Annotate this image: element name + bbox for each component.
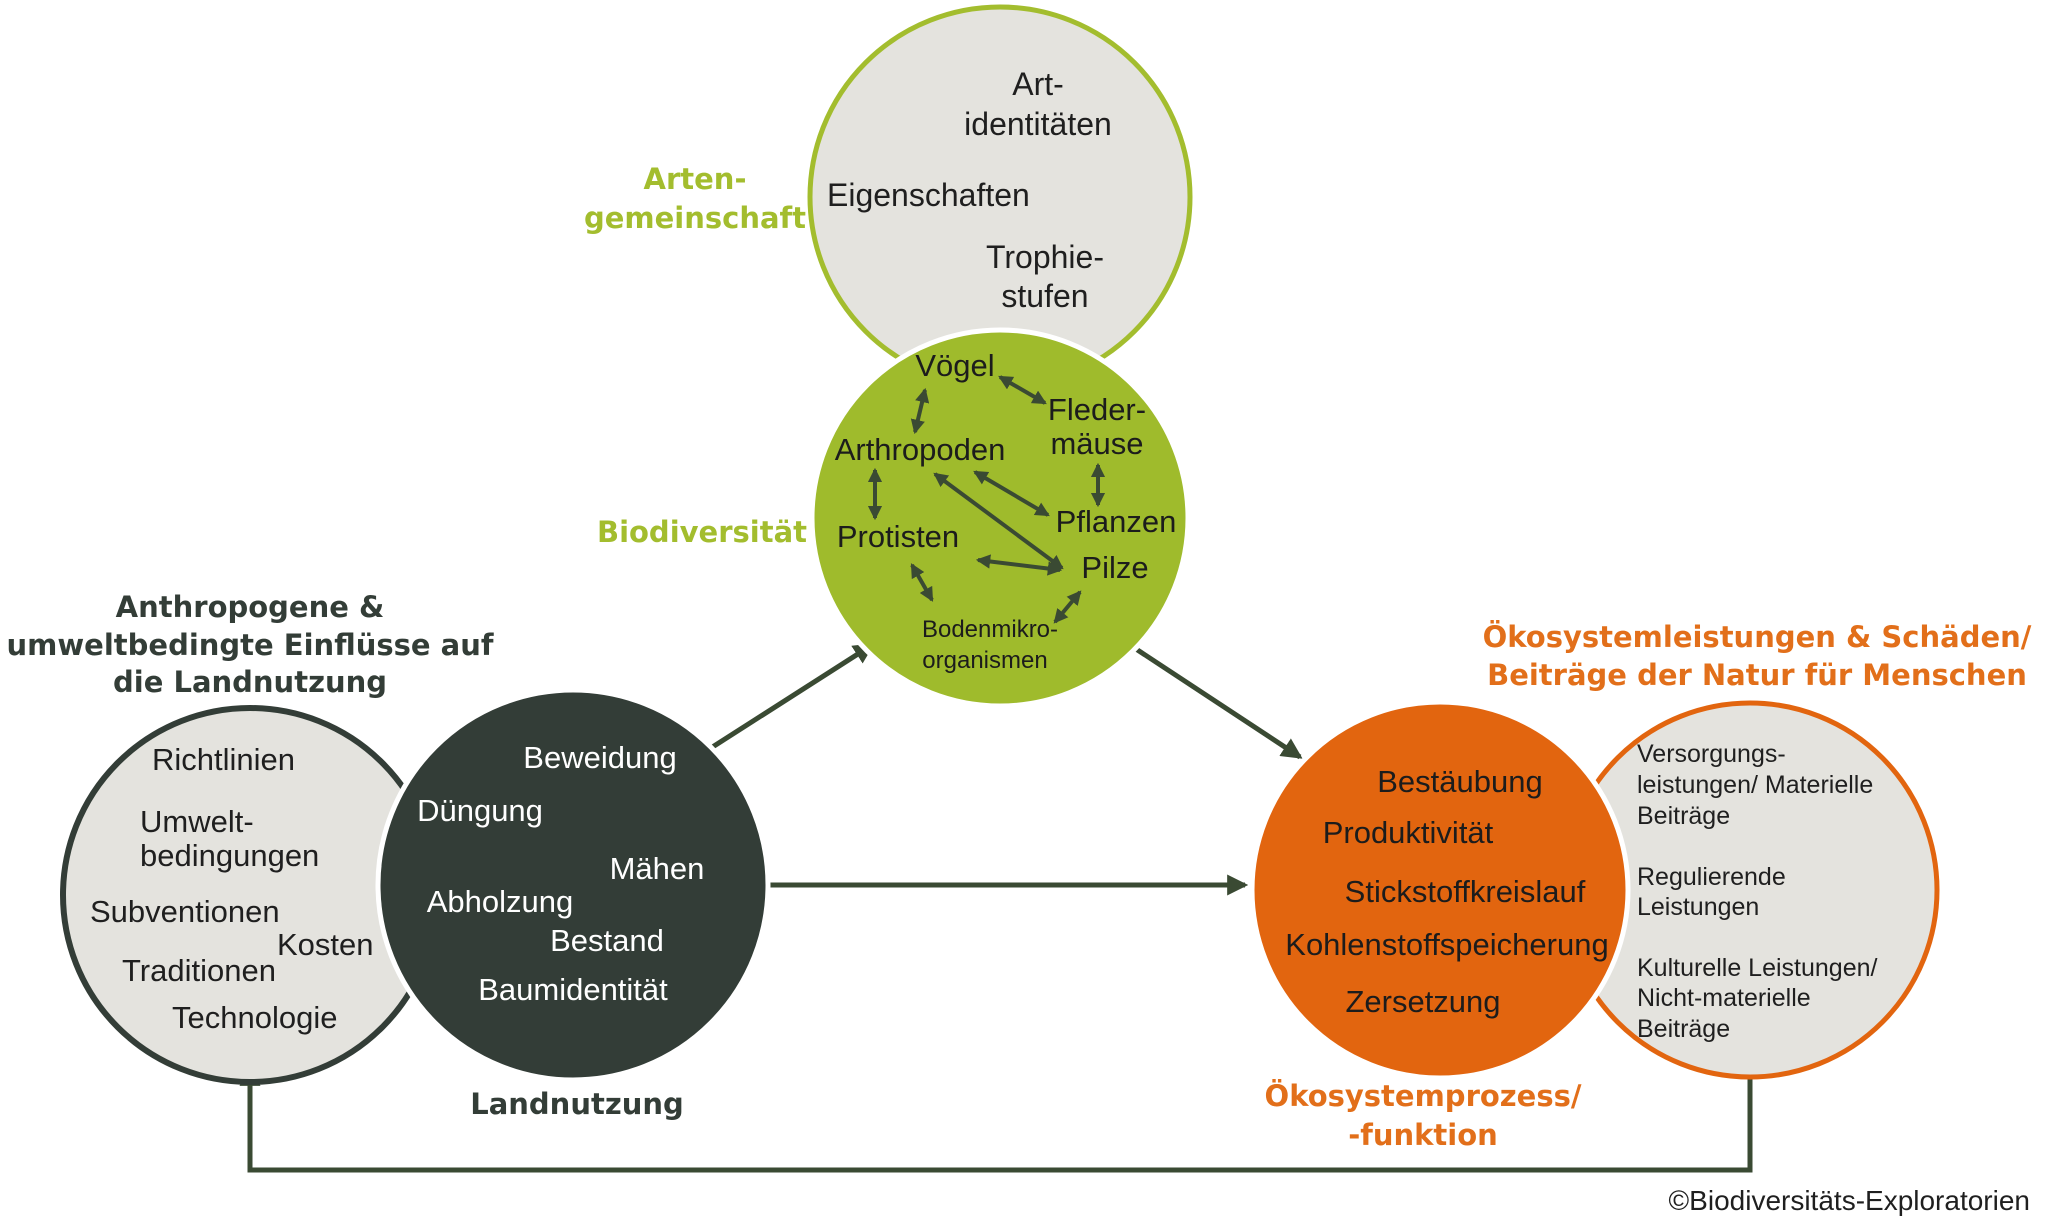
item-richtlinien: Richtlinien	[152, 742, 295, 777]
item-art-line2: identitäten	[964, 106, 1112, 142]
item-kohlenstoff: Kohlenstoffspeicherung	[1285, 927, 1608, 962]
item-bestand: Bestand	[550, 923, 664, 958]
item-kosten: Kosten	[277, 927, 374, 962]
organism-pflanzen: Pflanzen	[1056, 504, 1177, 539]
item-stickstoff: Stickstoffkreislauf	[1345, 874, 1586, 909]
item-bestaeubung: Bestäubung	[1377, 764, 1542, 799]
item-versorgung-line2: leistungen/ Materielle	[1637, 771, 1873, 799]
item-versorgung-line3: Beiträge	[1637, 802, 1730, 830]
title-einfluesse-line1: Anthropogene &	[116, 590, 385, 624]
item-versorgung-line1: Versorgungs-	[1637, 740, 1786, 768]
dark-titles: Anthropogene & umweltbedingte Einflüsse …	[7, 590, 684, 1121]
organism-voegel: Vögel	[915, 348, 994, 383]
title-landnutzung: Landnutzung	[470, 1087, 684, 1121]
interaction-protisten-boden	[910, 563, 934, 602]
title-arten-line1: Arten-	[644, 162, 747, 196]
title-oekosystemprozess-line2: -funktion	[1348, 1118, 1498, 1152]
oekosystemprozess-circle	[1249, 699, 1631, 1081]
item-kulturell-line2: Nicht-materielle	[1637, 984, 1811, 1012]
organism-protisten: Protisten	[837, 519, 959, 554]
arrow-feedback-leistungen-to-einfluesse	[239, 1064, 1753, 1173]
organism-pilze: Pilze	[1081, 550, 1148, 585]
title-biodiversitaet: Biodiversität	[597, 515, 807, 549]
orange-titles: Ökosystemleistungen & Schäden/ Beiträge …	[1265, 620, 2032, 1152]
item-regulierend-line2: Leistungen	[1637, 893, 1759, 921]
item-baumidentitaet: Baumidentität	[478, 972, 668, 1007]
organism-fleder-line2: mäuse	[1050, 426, 1143, 461]
item-umwelt-line1: Umwelt-	[140, 804, 254, 839]
item-subventionen: Subventionen	[90, 894, 280, 929]
item-art-line1: Art-	[1012, 66, 1064, 102]
leistungen-items: Versorgungs- leistungen/ Materielle Beit…	[1637, 740, 1877, 1043]
oekosystemprozess-items: Bestäubung Produktivität Stickstoffkreis…	[1285, 764, 1608, 1019]
copyright-text: ©Biodiversitäts-Exploratorien	[1669, 1185, 2030, 1216]
interaction-arrows	[867, 375, 1106, 624]
item-maehen: Mähen	[610, 851, 705, 886]
title-einfluesse-line2: umweltbedingte Einflüsse auf	[7, 628, 494, 662]
interaction-pilze-boden	[1053, 590, 1082, 624]
item-zersetzung: Zersetzung	[1345, 984, 1500, 1019]
biodiversitaet-organisms: Vögel Fleder- mäuse Arthropoden Pflanzen…	[835, 348, 1177, 585]
interaction-arthropoden-pilze	[933, 472, 1064, 570]
title-arten-line2: gemeinschaft	[584, 201, 806, 235]
item-technologie: Technologie	[172, 1000, 337, 1035]
flow-arrows	[239, 642, 1753, 1173]
item-traditionen: Traditionen	[122, 953, 276, 988]
item-kulturell-line3: Beiträge	[1637, 1015, 1730, 1043]
organism-boden-line1: Bodenmikro-	[922, 616, 1058, 643]
title-oekosystemprozess-line1: Ökosystemprozess/	[1265, 1079, 1582, 1113]
item-eigenschaften: Eigenschaften	[827, 177, 1030, 213]
green-titles: Arten- gemeinschaft Biodiversität	[584, 162, 807, 549]
item-produktivitaet: Produktivität	[1323, 815, 1494, 850]
item-kulturell-line1: Kulturelle Leistungen/	[1637, 954, 1877, 982]
landnutzung-circle	[375, 687, 771, 1083]
interaction-voegel-arthropoden	[910, 387, 930, 435]
interaction-voegel-fledermaeuse	[998, 375, 1047, 405]
organism-arthropoden: Arthropoden	[835, 432, 1006, 467]
organism-boden-line2: organismen	[922, 647, 1047, 674]
item-regulierend-line1: Regulierende	[1637, 863, 1786, 891]
item-umwelt-line2: bedingungen	[140, 838, 319, 873]
arrow-biodiversitaet-to-oekosystemprozess	[1128, 642, 1303, 760]
item-trophie-line2: stufen	[1001, 278, 1088, 314]
einfluesse-items: Richtlinien Umwelt- bedingungen Subventi…	[90, 742, 374, 1035]
title-leistungen-line1: Ökosystemleistungen & Schäden/	[1483, 620, 2032, 654]
interaction-protisten-pilze	[975, 554, 1063, 576]
title-leistungen-line2: Beiträge der Natur für Menschen	[1487, 658, 2027, 692]
title-einfluesse-line3: die Landnutzung	[113, 665, 387, 699]
biodiversitaet-boden: Bodenmikro- organismen	[922, 616, 1058, 674]
organism-fleder-line1: Fleder-	[1048, 392, 1146, 427]
artengemeinschaft-items: Art- identitäten Eigenschaften Trophie- …	[827, 66, 1112, 314]
item-beweidung: Beweidung	[523, 740, 676, 775]
arrow-landnutzung-to-biodiversitaet	[698, 642, 875, 758]
item-abholzung: Abholzung	[427, 884, 574, 919]
landnutzung-items: Beweidung Düngung Mähen Abholzung Bestan…	[417, 740, 704, 1007]
item-duengung: Düngung	[417, 793, 543, 828]
item-trophie-line1: Trophie-	[986, 239, 1104, 275]
